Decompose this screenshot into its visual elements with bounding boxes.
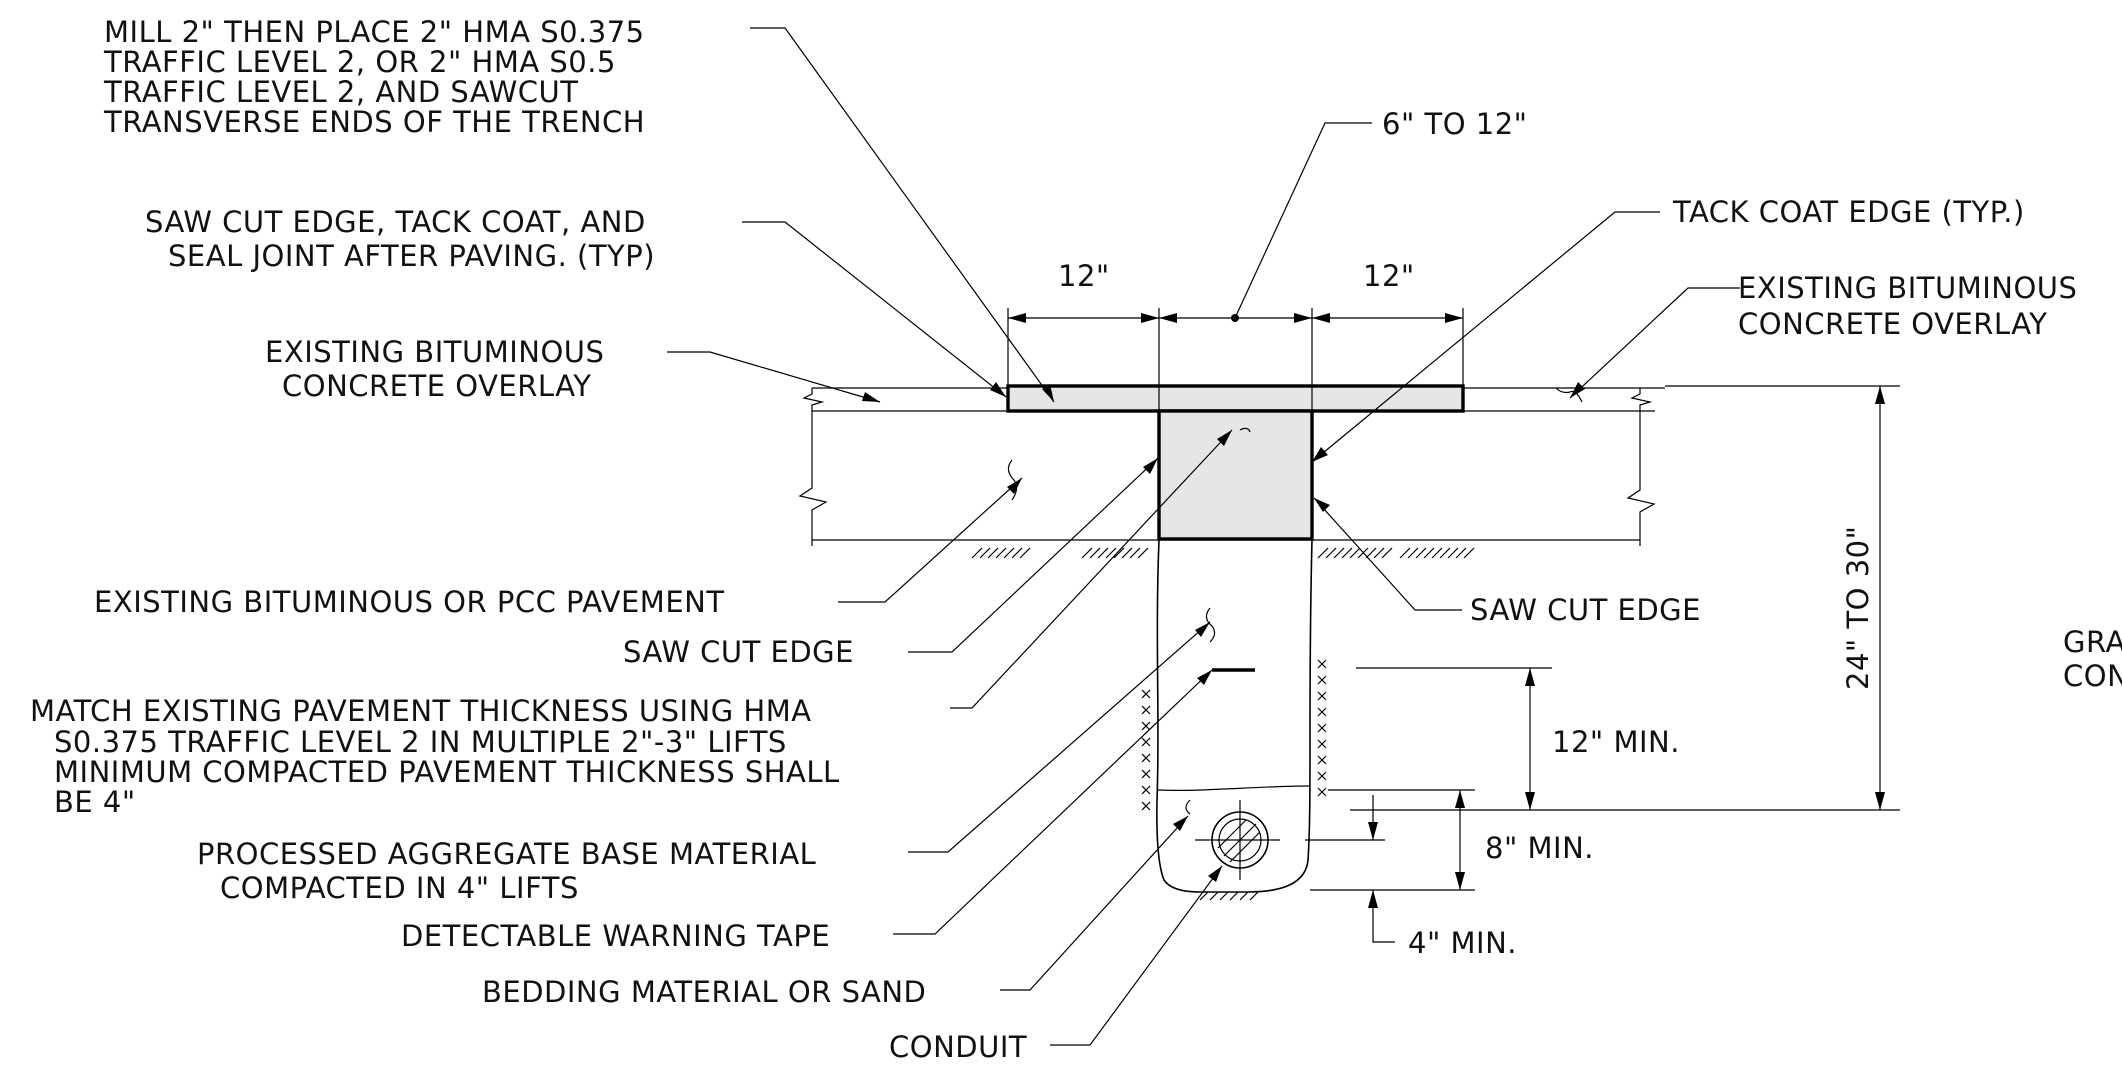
min-4-dimension: 4" MIN. (1408, 926, 1517, 960)
match-existing-line-4: BE 4" (54, 785, 136, 819)
min-12-dimension: 12" MIN. (1552, 725, 1680, 759)
saw-cut-edge-right-label: SAW CUT EDGE (1470, 593, 1701, 627)
min-8-dimension: 8" MIN. (1485, 831, 1594, 865)
mill-note-line-2: TRAFFIC LEVEL 2, OR 2" HMA S0.5 (103, 45, 616, 79)
mill-note-line-4: TRANSVERSE ENDS OF THE TRENCH (103, 105, 645, 139)
depth-dimension: 24" TO 30" (1841, 526, 1875, 690)
aggregate-base-line-2: COMPACTED IN 4" LIFTS (220, 871, 579, 905)
existing-overlay-left-line-1: EXISTING BITUMINOUS (265, 335, 604, 369)
mill-note-line-1: MILL 2" THEN PLACE 2" HMA S0.375 (104, 15, 645, 49)
saw-cut-tack-line-2: SEAL JOINT AFTER PAVING. (TYP) (168, 239, 655, 273)
aggregate-base-line-1: PROCESSED AGGREGATE BASE MATERIAL (197, 837, 816, 871)
existing-overlay-left-line-2: CONCRETE OVERLAY (282, 369, 592, 403)
callout-labels: MILL 2" THEN PLACE 2" HMA S0.375 TRAFFIC… (30, 15, 2122, 1064)
left-overlap-dimension: 12" (1058, 259, 1110, 293)
match-existing-line-2: S0.375 TRAFFIC LEVEL 2 IN MULTIPLE 2"-3"… (54, 725, 787, 759)
trench-width-dimension: 6" TO 12" (1382, 107, 1528, 141)
cut-off-note-line-1: GRA (2063, 625, 2122, 659)
match-existing-line-3: MINIMUM COMPACTED PAVEMENT THICKNESS SHA… (54, 755, 840, 789)
leader-lines (667, 27, 1740, 1046)
mill-note-line-3: TRAFFIC LEVEL 2, AND SAWCUT (103, 75, 578, 109)
match-existing-line-1: MATCH EXISTING PAVEMENT THICKNESS USING … (30, 694, 812, 728)
saw-cut-tack-line-1: SAW CUT EDGE, TACK COAT, AND (145, 205, 646, 239)
ground-hatch (971, 547, 1475, 559)
right-overlap-dimension: 12" (1363, 259, 1415, 293)
existing-pavement-label: EXISTING BITUMINOUS OR PCC PAVEMENT (94, 585, 725, 619)
dimension-labels: 6" TO 12" 12" 12" 24" TO 30" 12" MIN. 8"… (1058, 107, 1875, 960)
dimension-lines (1007, 122, 1900, 943)
conduit-label: CONDUIT (889, 1030, 1027, 1064)
existing-overlay-right-line-2: CONCRETE OVERLAY (1738, 307, 2048, 341)
existing-overlay-right-line-1: EXISTING BITUMINOUS (1738, 271, 2077, 305)
warning-tape-label: DETECTABLE WARNING TAPE (401, 919, 830, 953)
cut-off-note-line-2: CON (2063, 659, 2122, 693)
saw-cut-edge-left-label: SAW CUT EDGE (623, 635, 854, 669)
trench-patch (1006, 384, 1465, 901)
tack-coat-edge-label: TACK COAT EDGE (TYP.) (1672, 195, 2025, 229)
bedding-label: BEDDING MATERIAL OR SAND (482, 975, 926, 1009)
